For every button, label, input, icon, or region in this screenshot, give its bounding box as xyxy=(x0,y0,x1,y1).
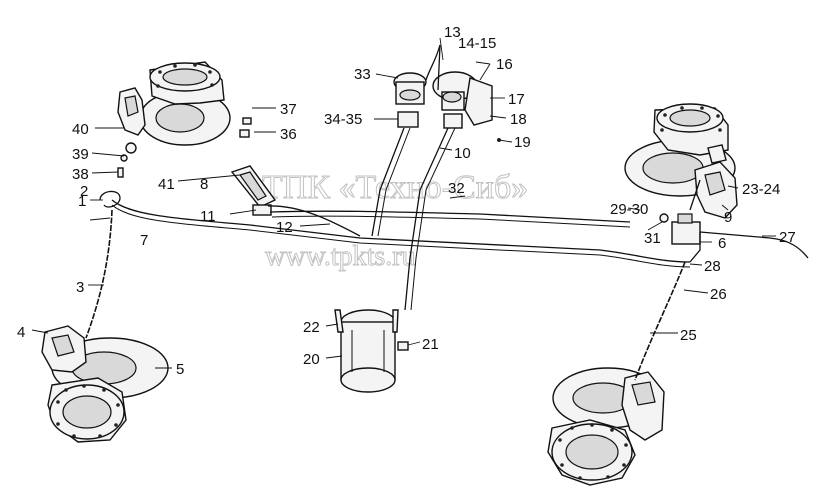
watermark-company: ТПК «Техно-Сиб» xyxy=(262,169,528,206)
label-41: 41 xyxy=(158,176,175,193)
label-27: 27 xyxy=(779,229,796,246)
label-17: 17 xyxy=(508,91,525,108)
label-10: 10 xyxy=(454,145,471,162)
label-4: 4 xyxy=(17,324,25,341)
air-tank xyxy=(334,309,409,393)
label-18: 18 xyxy=(510,111,527,128)
leader-lines xyxy=(31,37,776,369)
brake-hoses xyxy=(85,209,686,381)
label-25: 25 xyxy=(680,327,697,344)
label-11: 11 xyxy=(200,208,216,225)
label-29-30: 29-30 xyxy=(610,201,648,218)
label-20: 20 xyxy=(303,351,320,368)
label-33: 33 xyxy=(354,66,371,83)
label-8: 8 xyxy=(200,176,208,193)
label-12: 12 xyxy=(276,219,293,236)
relay-valve-6 xyxy=(659,213,701,245)
label-40: 40 xyxy=(72,121,89,138)
label-36: 36 xyxy=(280,126,297,143)
label-1: 1 xyxy=(78,193,86,210)
watermark-website: www.tpkts.ru xyxy=(265,241,416,272)
label-5: 5 xyxy=(176,361,184,378)
label-34-35: 34-35 xyxy=(324,111,362,128)
label-37: 37 xyxy=(280,101,297,118)
label-28: 28 xyxy=(704,258,721,275)
front-right-hub xyxy=(624,103,738,219)
label-16: 16 xyxy=(496,56,513,73)
rear-right-hub xyxy=(547,367,665,486)
label-32: 32 xyxy=(448,180,465,197)
label-6: 6 xyxy=(718,235,726,252)
rear-left-hub xyxy=(41,325,169,443)
label-39: 39 xyxy=(72,146,89,163)
label-22: 22 xyxy=(303,319,320,336)
label-13: 13 xyxy=(444,24,461,41)
front-left-hub xyxy=(117,61,252,178)
label-21: 21 xyxy=(422,336,439,353)
parking-brake-lever xyxy=(230,165,277,216)
label-7: 7 xyxy=(140,232,148,249)
label-2: 2 xyxy=(80,183,88,200)
brake-lines xyxy=(99,44,809,311)
brake-valve-assembly xyxy=(393,71,501,142)
callout-labels: 1 2 3 4 5 6 7 8 9 10 11 12 13 14-15 16 1… xyxy=(17,24,796,378)
label-26: 26 xyxy=(710,286,727,303)
label-38: 38 xyxy=(72,166,89,183)
label-23-24: 23-24 xyxy=(742,181,780,198)
label-19: 19 xyxy=(514,134,531,151)
label-14-15: 14-15 xyxy=(458,35,496,52)
label-31: 31 xyxy=(644,230,661,247)
label-9: 9 xyxy=(724,209,732,226)
label-3: 3 xyxy=(76,279,84,296)
